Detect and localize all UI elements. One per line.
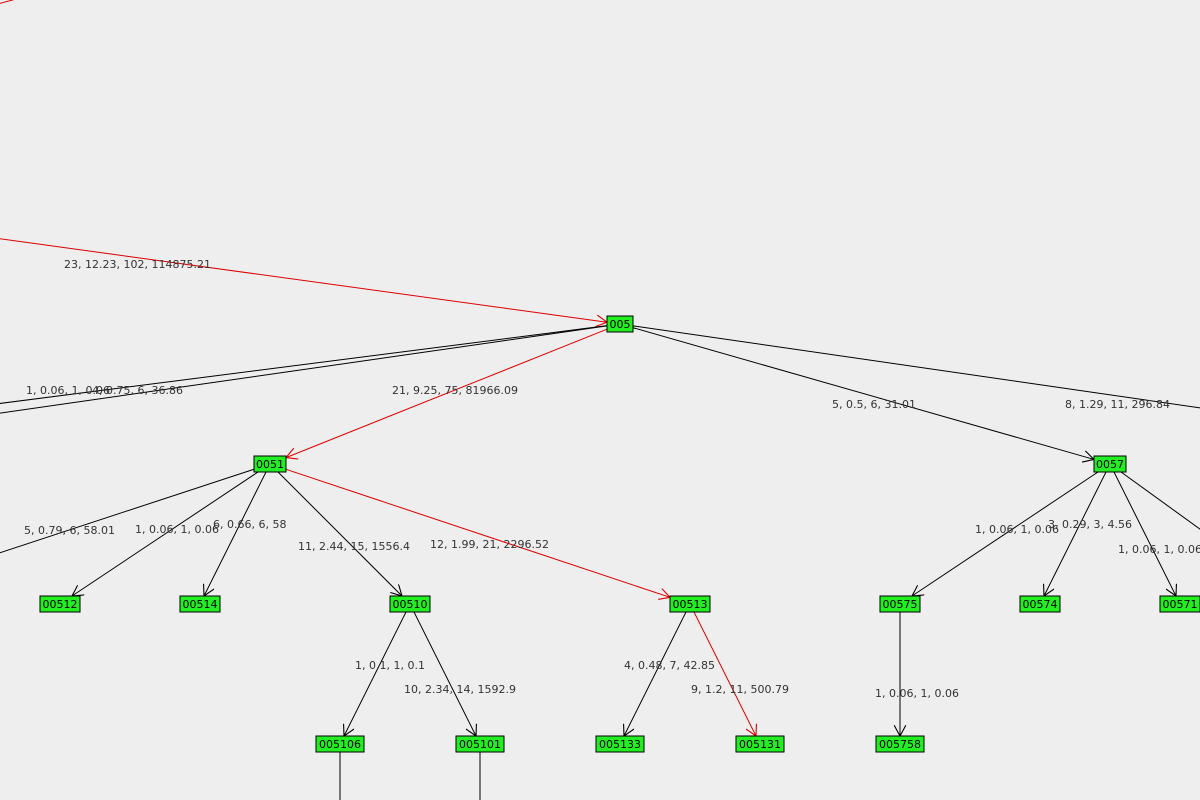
node-label: 005106: [319, 738, 361, 751]
edge-00513-to-005131[interactable]: [693, 611, 756, 736]
node-005758[interactable]: 005758: [875, 735, 925, 753]
edge-label-0051-to-00512: 1, 0.06, 1, 0.06: [135, 523, 219, 536]
edge-label-layer: 23, 12.23, 102, 114875.21 1, 0.06, 1, 0.0…: [24, 258, 1200, 700]
node-00512[interactable]: 00512: [39, 595, 81, 613]
edge-label-0057-to-00574: 3, 0.29, 3, 4.56: [1048, 518, 1132, 531]
node-box[interactable]: [735, 735, 785, 753]
node-label: 00513: [673, 598, 708, 611]
edge-label-0051-to-00513: 12, 1.99, 21, 2296.52: [430, 538, 549, 551]
node-label: 0051: [256, 458, 284, 471]
node-0057[interactable]: 0057: [1093, 455, 1127, 473]
edge-005-to-offscreen-left-a[interactable]: [0, 325, 608, 406]
edge-label-005-to-offscreen-left-a: 1, 0.06, 1, 0.06: [26, 384, 110, 397]
edge-0057-to-00571[interactable]: [1113, 471, 1176, 596]
edge-0051-to-00510[interactable]: [277, 471, 402, 596]
node-box[interactable]: [595, 735, 645, 753]
node-label: 00575: [883, 598, 918, 611]
node-label: 0057: [1096, 458, 1124, 471]
edge-label-00510-to-005101: 10, 2.34, 14, 1592.9: [404, 683, 516, 696]
edge-0057-to-00575[interactable]: [912, 471, 1099, 596]
edge-label-005-to-0057: 5, 0.5, 6, 31.01: [832, 398, 916, 411]
edge-label-0057-to-00571: 1, 0.06, 1, 0.06: [1118, 543, 1200, 556]
node-label: 00571: [1163, 598, 1198, 611]
edge-label-offscreen-top-left-to-005: 23, 12.23, 102, 114875.21: [64, 258, 211, 271]
node-005133[interactable]: 005133: [595, 735, 645, 753]
node-box[interactable]: [606, 315, 634, 333]
edge-label-005-to-offscreen-left-b: 4, 0.75, 6, 36.86: [92, 384, 183, 397]
node-box[interactable]: [875, 735, 925, 753]
node-label: 005131: [739, 738, 781, 751]
edge-005-to-0057[interactable]: [632, 327, 1094, 460]
node-box[interactable]: [1159, 595, 1200, 613]
edge-label-0051-to-offscreen-left-c: 5, 0.79, 6, 58.01: [24, 524, 115, 537]
node-label: 00512: [43, 598, 78, 611]
node-layer: 005 0051 0057 00512 00514 00510 00513 00575 0057…: [39, 315, 1200, 753]
edge-005-to-offscreen-left-b[interactable]: [0, 325, 608, 416]
node-label: 005: [610, 318, 631, 331]
node-label: 005758: [879, 738, 921, 751]
edge-0051-to-offscreen-left-c[interactable]: [0, 468, 255, 556]
edge-label-0051-to-00514: 6, 0.66, 6, 58: [213, 518, 286, 531]
edge-offscreen-top-left-2-to-offscreen-top[interactable]: [0, 0, 50, 6]
node-00514[interactable]: 00514: [179, 595, 221, 613]
edge-label-00513-to-005131: 9, 1.2, 11, 500.79: [691, 683, 789, 696]
node-box[interactable]: [179, 595, 221, 613]
node-box[interactable]: [669, 595, 711, 613]
edge-label-00513-to-005133: 4, 0.48, 7, 42.85: [624, 659, 715, 672]
edge-0057-to-00574[interactable]: [1044, 471, 1107, 596]
edge-label-005-to-offscreen-right: 8, 1.29, 11, 296.84: [1065, 398, 1170, 411]
node-label: 005133: [599, 738, 641, 751]
node-label: 00510: [393, 598, 428, 611]
edge-label-005-to-0051: 21, 9.25, 75, 81966.09: [392, 384, 518, 397]
node-005101[interactable]: 005101: [455, 735, 505, 753]
node-00510[interactable]: 00510: [389, 595, 431, 613]
node-box[interactable]: [253, 455, 287, 473]
edge-label-00575-to-005758: 1, 0.06, 1, 0.06: [875, 687, 959, 700]
node-005106[interactable]: 005106: [315, 735, 365, 753]
node-box[interactable]: [315, 735, 365, 753]
edge-005-to-0051[interactable]: [286, 328, 608, 457]
node-005[interactable]: 005: [606, 315, 634, 333]
node-label: 00574: [1023, 598, 1058, 611]
node-box[interactable]: [1093, 455, 1127, 473]
edge-offscreen-top-left-to-005[interactable]: [0, 236, 607, 322]
node-00574[interactable]: 00574: [1019, 595, 1061, 613]
edge-0051-to-00513[interactable]: [285, 468, 670, 597]
edge-00510-to-005106[interactable]: [344, 611, 407, 736]
node-box[interactable]: [389, 595, 431, 613]
node-005131[interactable]: 005131: [735, 735, 785, 753]
edge-0057-to-offscreen-right-b[interactable]: [1120, 471, 1200, 540]
node-0051[interactable]: 0051: [253, 455, 287, 473]
node-00575[interactable]: 00575: [879, 595, 921, 613]
edge-label-00510-to-005106: 1, 0.1, 1, 0.1: [355, 659, 425, 672]
node-box[interactable]: [39, 595, 81, 613]
node-box[interactable]: [455, 735, 505, 753]
node-00513[interactable]: 00513: [669, 595, 711, 613]
edge-0051-to-00514[interactable]: [204, 471, 267, 596]
node-label: 005101: [459, 738, 501, 751]
edge-label-0057-to-00575: 1, 0.06, 1, 0.06: [975, 523, 1059, 536]
edge-0051-to-00512[interactable]: [72, 471, 259, 596]
edge-005-to-offscreen-right[interactable]: [632, 325, 1200, 410]
node-box[interactable]: [879, 595, 921, 613]
edge-label-0051-to-00510: 11, 2.44, 15, 1556.4: [298, 540, 410, 553]
node-box[interactable]: [1019, 595, 1061, 613]
node-label: 00514: [183, 598, 218, 611]
edge-00513-to-005133[interactable]: [624, 611, 687, 736]
node-00571[interactable]: 00571: [1159, 595, 1200, 613]
edge-00510-to-005101[interactable]: [413, 611, 476, 736]
